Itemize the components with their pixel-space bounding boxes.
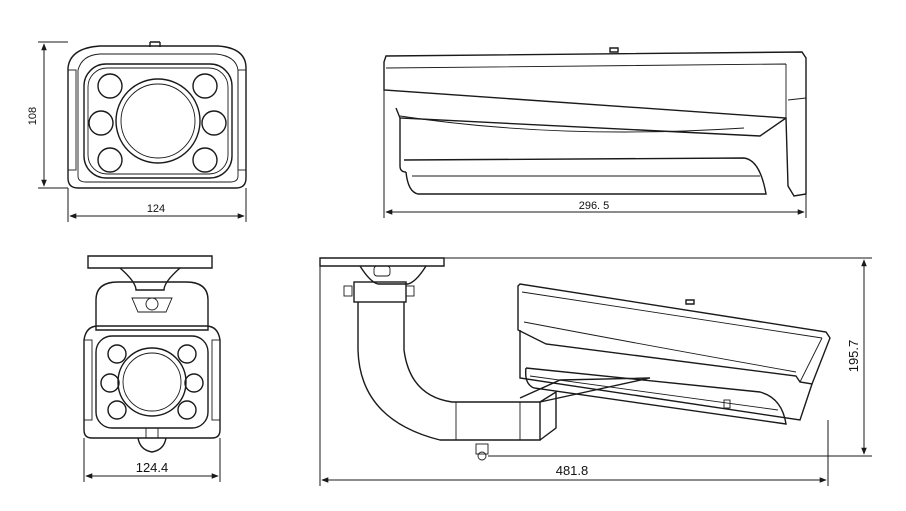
side-view-length-dimension: [383, 90, 807, 218]
front-mounted-view: [83, 255, 221, 453]
front-view-width-dimension: [67, 188, 247, 222]
side-view-length-label: 296. 5: [579, 200, 610, 212]
side-mounted-view: [319, 257, 831, 461]
front-view-height-label: 108: [27, 107, 39, 125]
side-mounted-length-dimension: [319, 266, 829, 486]
side-mounted-height-dimension: [444, 257, 872, 457]
front-mounted-width-dimension: [83, 438, 221, 482]
side-mounted-height-label: 195.7: [846, 340, 861, 373]
front-view: [67, 41, 247, 189]
front-mounted-width-label: 124.4: [136, 460, 169, 475]
front-view-width-label: 124: [147, 203, 165, 215]
side-view: [383, 47, 807, 197]
side-mounted-length-label: 481.8: [556, 463, 589, 478]
front-view-height-dimension: [38, 41, 68, 189]
